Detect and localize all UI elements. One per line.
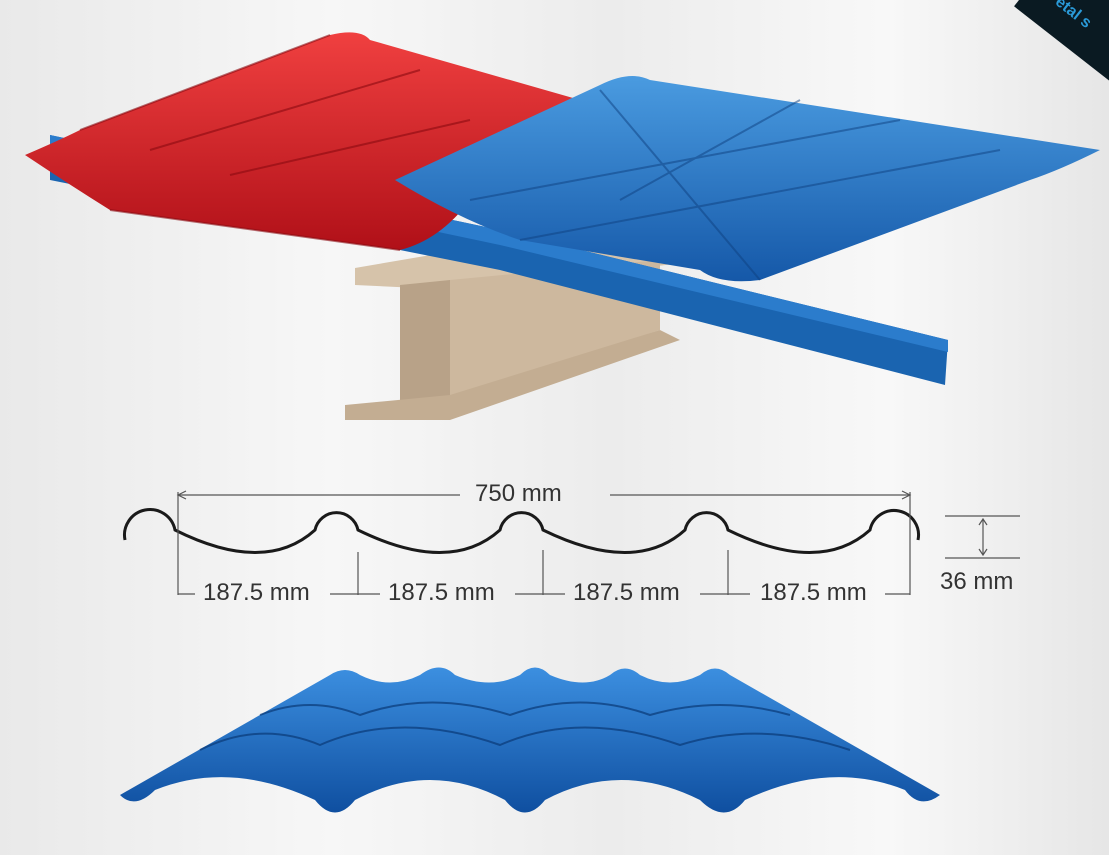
pitch-label-1: 187.5 mm <box>203 579 310 606</box>
roof-illustration <box>25 32 1100 420</box>
profile-drawing <box>123 490 1020 595</box>
dimension-lines <box>176 490 1020 595</box>
profile-outline <box>123 508 920 554</box>
sheet-3d-view <box>120 667 940 813</box>
blue-roof-sheet <box>395 76 1100 282</box>
pitch-label-2: 187.5 mm <box>388 579 495 606</box>
pitch-label-4: 187.5 mm <box>760 579 867 606</box>
height-label: 36 mm <box>940 568 1014 595</box>
total-width-label: 750 mm <box>475 480 562 507</box>
pitch-label-3: 187.5 mm <box>573 579 680 606</box>
